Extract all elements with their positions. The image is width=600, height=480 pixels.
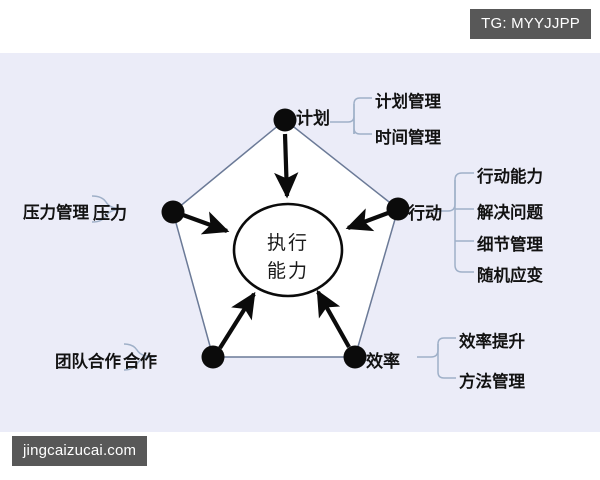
center-label-line2: 能力 xyxy=(266,261,309,282)
leaf-label-efficiency-improvement: 效率提升 xyxy=(459,333,525,351)
connector-pressure-b xyxy=(91,208,125,223)
connector-efficiency xyxy=(417,337,456,358)
center-ellipse xyxy=(232,202,344,298)
leaf-label-action-ability: 行动能力 xyxy=(477,168,543,186)
connector-pressure xyxy=(91,195,125,210)
node-dot-efficiency[interactable] xyxy=(343,345,367,369)
leaf-label-time-management: 时间管理 xyxy=(375,129,441,147)
site-watermark-badge: jingcaizucai.com xyxy=(12,436,148,466)
node-dot-plan[interactable] xyxy=(273,108,297,132)
leaf-label-team-cooperation: 团队合作 xyxy=(55,353,121,371)
connector-efficiency-leaf2 xyxy=(437,371,456,379)
node-label-cooperation: 合作 xyxy=(123,352,157,371)
connector-plan xyxy=(330,97,372,135)
node-dot-cooperation[interactable] xyxy=(201,345,225,369)
connector-cooperation-b xyxy=(123,356,156,371)
leaf-label-detail-management: 细节管理 xyxy=(477,236,543,254)
node-dot-pressure[interactable] xyxy=(161,200,185,224)
arrow-action-to-center xyxy=(345,208,389,232)
connector-cooperation xyxy=(123,343,156,358)
leaf-label-pressure-management: 压力管理 xyxy=(23,204,89,222)
leaf-label-method-management: 方法管理 xyxy=(459,373,525,391)
node-label-plan: 计划 xyxy=(296,109,330,128)
node-label-action: 行动 xyxy=(408,204,442,223)
node-label-pressure: 压力 xyxy=(93,204,127,223)
leaf-label-solve-problems: 解决问题 xyxy=(477,204,543,222)
arrow-pressure-to-center xyxy=(182,211,230,235)
center-label-line1: 执行 xyxy=(266,233,309,254)
node-dot-action[interactable] xyxy=(386,197,410,221)
arrow-cooperation-to-center xyxy=(218,291,256,350)
leaf-label-adaptability: 随机应变 xyxy=(477,267,543,285)
arrow-efficiency-to-center xyxy=(316,289,351,349)
node-label-efficiency: 效率 xyxy=(366,352,400,371)
arrow-plan-to-center xyxy=(274,133,299,199)
leaf-label-plan-management: 计划管理 xyxy=(375,93,441,111)
connector-action-leaf4 xyxy=(454,264,474,273)
telegram-watermark-badge: TG: MYYJJPP xyxy=(470,9,591,39)
